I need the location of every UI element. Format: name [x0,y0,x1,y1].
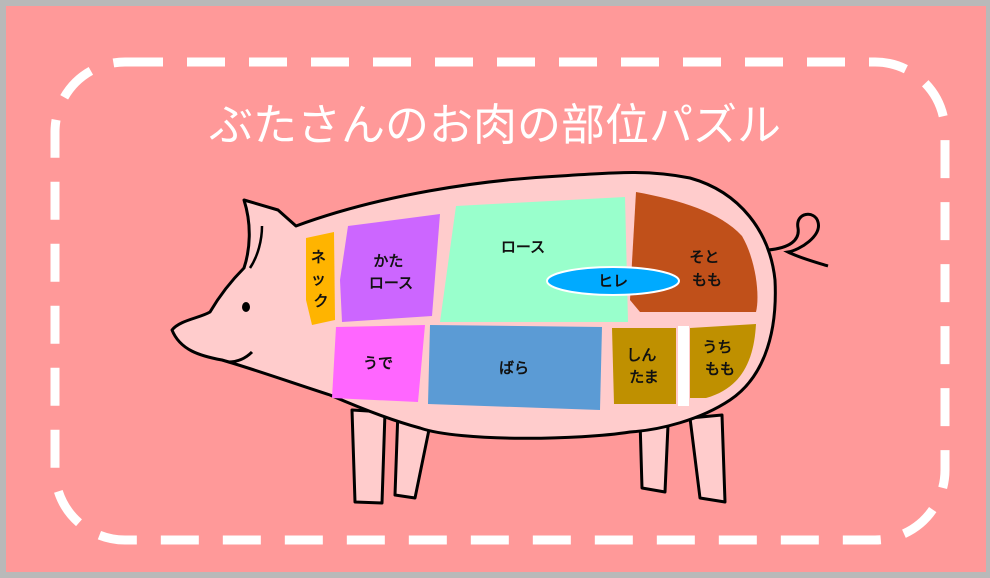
label-kata-rosu-line2: ロース [369,274,413,292]
label-sotomomo-line2: もも [692,271,722,289]
label-rosu-line1: ロース [501,238,545,256]
part-rosu[interactable] [440,197,628,322]
puzzle-board: ぶたさんのお肉の部位パズル [6,6,986,572]
label-hire: ヒレ [598,272,628,290]
label-ude: うで [363,354,393,372]
part-shintama[interactable] [612,328,676,404]
part-bara[interactable] [428,325,602,410]
label-rosu: ロース [501,238,545,256]
label-uchimomo: うち もも [702,338,737,378]
pig-puzzle-canvas: ぶたさんのお肉の部位パズル [50,57,950,545]
label-neck: ネ ッ ク [311,248,331,310]
label-shintama-line1: しん [626,346,656,364]
part-hire[interactable] [546,266,680,296]
label-neck-line3: ク [313,292,328,310]
label-sotomomo-line1: そと [689,248,719,266]
part-neck[interactable] [306,232,335,325]
dashed-frame [50,57,950,545]
label-uchimomo-line2: もも [705,360,735,378]
part-uchimomo[interactable] [690,324,756,398]
label-shintama-line2: たま [629,368,659,386]
label-neck-line2: ッ [311,270,326,288]
part-ude[interactable] [332,325,425,402]
label-sotomomo: そと もも [689,248,724,289]
part-kata-rosu[interactable] [340,214,440,322]
label-neck-line1: ネ [311,248,326,266]
label-ude-line1: うで [363,354,393,372]
label-kata-rosu-line1: かた [373,252,403,270]
label-kata-rosu: かた ロース [369,252,413,292]
label-hire-line1: ヒレ [598,272,628,290]
page-title: ぶたさんのお肉の部位パズル [209,100,781,151]
label-uchimomo-line1: うち [702,338,732,356]
label-shintama: しん たま [626,346,661,386]
part-divider [678,326,689,406]
label-bara-line1: ばら [499,359,529,377]
label-bara: ばら [499,359,529,377]
